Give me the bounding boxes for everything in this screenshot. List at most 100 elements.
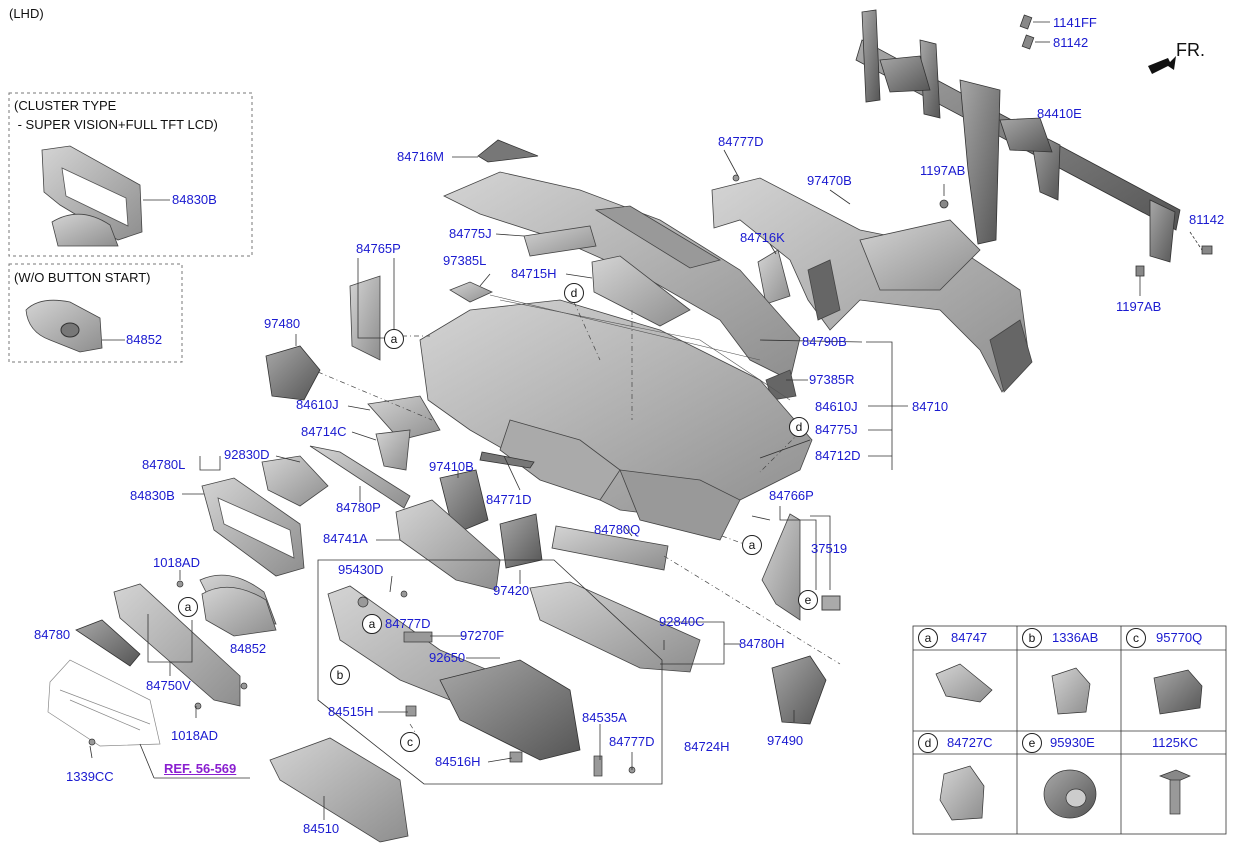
part-label[interactable]: 97420 — [493, 583, 530, 598]
part-label[interactable]: 84716M — [397, 149, 444, 164]
part-label[interactable]: 84710 — [912, 399, 949, 414]
nut-1336AB-icon — [1051, 667, 1091, 715]
legend-letter: c — [1126, 628, 1146, 648]
part-label[interactable]: 97480 — [264, 316, 301, 331]
part-label[interactable]: 92650 — [429, 650, 466, 665]
part-label[interactable]: 81142 — [1189, 212, 1225, 227]
glove-box-part — [269, 737, 409, 843]
legend-part-illustrations — [935, 663, 1203, 821]
part-label[interactable]: 84515H — [328, 704, 374, 719]
part-label[interactable]: 97270F — [460, 628, 505, 643]
part-label[interactable]: 84714C — [301, 424, 347, 439]
part-label[interactable]: 84780 — [34, 627, 71, 642]
part-label[interactable]: 84750V — [146, 678, 191, 693]
part-label[interactable]: 1141FF — [1053, 15, 1097, 30]
callout-circle: a — [178, 597, 198, 617]
vent-right-part — [771, 655, 827, 725]
lower-crash-pad-part — [529, 581, 701, 673]
part-label[interactable]: 84777D — [718, 134, 764, 149]
legend-part-label[interactable]: 95930E — [1050, 735, 1095, 750]
trim-strip-part — [309, 445, 411, 509]
vent-strip-part — [479, 451, 535, 469]
part-label[interactable]: 97470B — [807, 173, 852, 188]
clip-84747-icon — [935, 663, 993, 703]
legend-part-label[interactable]: 1125KC — [1152, 735, 1199, 750]
switch-95770Q-icon — [1153, 669, 1203, 715]
legend-part-label[interactable]: 84727C — [947, 735, 993, 750]
part-label[interactable]: 84771D — [486, 492, 532, 507]
part-label[interactable]: 84777D — [385, 616, 431, 631]
reference-link[interactable]: REF. 56-569 — [164, 761, 237, 776]
part-label[interactable]: 84775J — [449, 226, 492, 241]
part-label[interactable]: 84780P — [336, 500, 381, 515]
part-label[interactable]: 84610J — [296, 397, 339, 412]
legend-letter: a — [918, 628, 938, 648]
front-direction-arrow-icon — [1148, 56, 1176, 74]
part-label[interactable]: 84852 — [230, 641, 267, 656]
phantom-lines — [317, 301, 841, 741]
part-label[interactable]: 84777D — [609, 734, 655, 749]
inset-cluster-box — [8, 92, 253, 257]
part-label[interactable]: 84516H — [435, 754, 481, 769]
part-label[interactable]: 84741A — [323, 531, 368, 546]
part-label[interactable]: 84780L — [142, 457, 186, 472]
callout-circle: a — [742, 535, 762, 555]
side-cover-left-part — [349, 275, 381, 361]
legend-part-label[interactable]: 1336AB — [1052, 630, 1099, 645]
part-label[interactable]: 84724H — [684, 739, 730, 754]
part-label[interactable]: 1339CC — [66, 769, 114, 784]
defroster-grille-part — [477, 139, 539, 163]
lower-group-outline — [317, 559, 663, 785]
part-label[interactable]: 92830D — [224, 447, 270, 462]
legend-table — [912, 625, 1227, 835]
part-label[interactable]: 84766P — [769, 488, 814, 503]
leader-lines — [89, 149, 908, 820]
part-label[interactable]: 84535A — [582, 710, 627, 725]
part-label[interactable]: 84715H — [511, 266, 557, 281]
inset-cluster-part-label[interactable]: 84830B — [172, 192, 217, 207]
legend-part-label[interactable]: 84747 — [951, 630, 988, 645]
part-label[interactable]: 1018AD — [153, 555, 200, 570]
ref-wiring-part — [47, 659, 161, 747]
variant-label: (LHD) — [9, 6, 44, 21]
part-label[interactable]: 95430D — [338, 562, 384, 577]
part-label[interactable]: 84775J — [815, 422, 858, 437]
inset-button-part-label[interactable]: 84852 — [126, 332, 163, 347]
legend-part-label[interactable]: 95770Q — [1156, 630, 1203, 645]
inset-button-box — [8, 263, 183, 363]
part-label[interactable]: 84716K — [740, 230, 785, 245]
part-label[interactable]: 84780Q — [594, 522, 641, 537]
part-label[interactable]: 81142 — [1053, 35, 1089, 50]
garnish-panel-part — [551, 525, 669, 571]
part-label[interactable]: 1197AB — [920, 163, 966, 178]
part-label[interactable]: 1197AB — [1116, 299, 1162, 314]
clip-part — [821, 595, 841, 611]
part-label[interactable]: 84765P — [356, 241, 401, 256]
part-label[interactable]: 84712D — [815, 448, 861, 463]
part-label[interactable]: 97490 — [767, 733, 804, 748]
part-label[interactable]: 84510 — [303, 821, 340, 836]
part-label[interactable]: 84410E — [1037, 106, 1082, 121]
front-direction-label: FR. — [1176, 40, 1205, 60]
vent-left-part — [265, 345, 321, 401]
part-label[interactable]: 1018AD — [171, 728, 218, 743]
part-label[interactable]: 84790B — [802, 334, 847, 349]
part-label[interactable]: 84610J — [815, 399, 858, 414]
inset-cluster-title-line2: - SUPER VISION+FULL TFT LCD) — [14, 117, 218, 132]
part-label[interactable]: 97410B — [429, 459, 474, 474]
cluster-fascia-part — [367, 395, 441, 441]
bolt-1125KC-icon — [1159, 769, 1191, 815]
part-label[interactable]: 97385R — [809, 372, 855, 387]
part-label[interactable]: 92840C — [659, 614, 705, 629]
part-label[interactable]: 84780H — [739, 636, 785, 651]
garnish-left-part — [261, 455, 329, 507]
screw-icon — [88, 174, 740, 777]
callout-circle: a — [362, 614, 382, 634]
callout-circle: d — [789, 417, 809, 437]
part-label[interactable]: 97385L — [443, 253, 487, 268]
part-label[interactable]: 37519 — [811, 541, 848, 556]
part-label[interactable]: 84830B — [130, 488, 175, 503]
side-vent-cover-part — [757, 249, 791, 305]
center-panel-part — [449, 225, 797, 401]
